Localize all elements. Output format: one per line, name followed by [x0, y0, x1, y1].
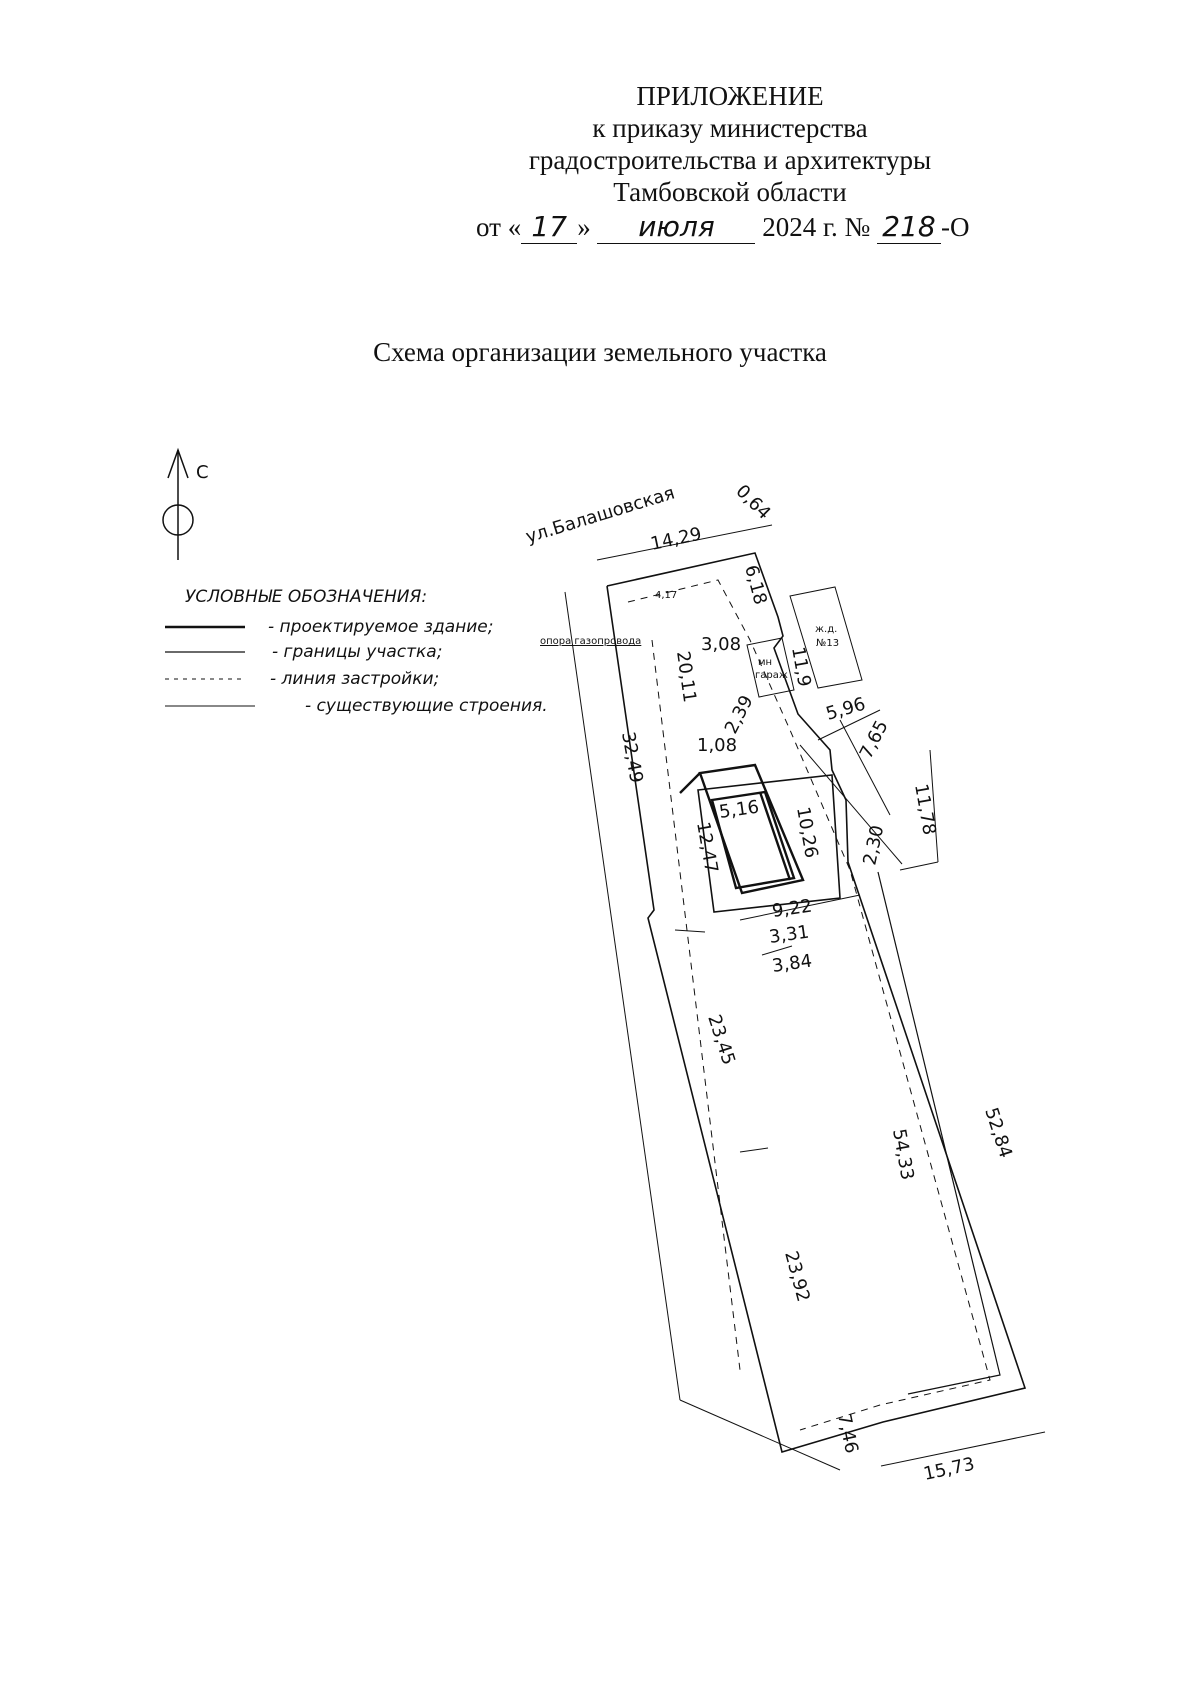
dim-3-31: 3,31: [768, 922, 811, 948]
legend-item-projected: - проектируемое здание;: [268, 617, 493, 637]
date-month: июля: [597, 210, 756, 244]
dim-11-9: 11,9: [787, 645, 815, 688]
building-line-left: [651, 639, 741, 1371]
house-label-number: №13: [816, 638, 839, 649]
dim-54-33: 54,33: [888, 1127, 918, 1181]
dim-3-08: 3,08: [701, 634, 741, 655]
dim-32-49: 32,49: [617, 730, 647, 784]
order-date-line: от «17» июля 2024 г. № 218-О: [476, 210, 970, 244]
appendix-header: ПРИЛОЖЕНИЕ к приказу министерства градос…: [430, 80, 1030, 208]
dim-7-65: 7,65: [856, 717, 893, 762]
dim-3-84: 3,84: [771, 951, 814, 977]
dim-14-29: 14,29: [649, 524, 704, 555]
building-line: [627, 579, 991, 1431]
date-year: 2024 г. №: [762, 212, 871, 242]
scheme-title: Схема организации земельного участка: [373, 337, 827, 367]
site-boundary: [606, 552, 1027, 1454]
dim-10-26: 10,26: [792, 805, 822, 859]
dim-12-47: 12,47: [692, 820, 722, 874]
house-label-type: ж.д.: [815, 624, 837, 635]
date-day: 17: [521, 210, 578, 244]
projected-building: [679, 763, 805, 895]
dim-2-30: 2,30: [859, 823, 888, 867]
garage-label-1: мн: [758, 657, 772, 668]
north-arrow-icon: [162, 447, 194, 560]
existing-garage: [746, 637, 795, 698]
dim-15-73: 15,73: [922, 1454, 977, 1485]
north-letter: С: [196, 462, 209, 483]
dim-52-84: 52,84: [980, 1105, 1016, 1160]
dim-7-46: 7,46: [833, 1412, 862, 1456]
legend-heading: УСЛОВНЫЕ ОБОЗНАЧЕНИЯ:: [185, 587, 427, 607]
gas-pole-label: опора газопровода: [540, 636, 641, 647]
dim-1-08: 1,08: [697, 735, 737, 756]
dim-0-64: 0,64: [731, 481, 774, 524]
order-number-suffix: -О: [941, 212, 970, 242]
appendix-line-ministry: градостроительства и архитектуры: [528, 145, 932, 175]
appendix-line-region: Тамбовской области: [613, 177, 847, 207]
dim-2-39: 2,39: [721, 692, 758, 737]
appendix-line-order: к приказу министерства: [592, 113, 868, 143]
legend-item-existing: - существующие строения.: [305, 696, 548, 716]
date-prefix: от «: [476, 212, 522, 242]
dim-23-92: 23,92: [780, 1249, 814, 1304]
garage-label-2: гараж: [755, 670, 788, 681]
dim-9-22: 9,22: [771, 896, 814, 922]
dim-5-16: 5,16: [718, 797, 761, 823]
date-mid: »: [577, 212, 591, 242]
legend-item-building-line: - линия застройки;: [270, 669, 439, 689]
projected-contour: [697, 774, 841, 913]
legend-item-boundary: - границы участка;: [272, 642, 442, 662]
dim-20-11: 20,11: [672, 650, 700, 704]
order-number: 218: [877, 210, 941, 244]
strip-boundary: [877, 871, 1001, 1395]
dim-5-96: 5,96: [824, 694, 868, 725]
appendix-title: ПРИЛОЖЕНИЕ: [636, 81, 824, 111]
existing-house-13: [789, 586, 863, 689]
dimension-lines: [564, 524, 1046, 1471]
dim-11-78: 11,78: [910, 782, 940, 836]
dim-6-18: 6,18: [740, 563, 771, 607]
dim-23-45: 23,45: [703, 1012, 739, 1067]
small-mark: 4,17: [655, 590, 677, 601]
